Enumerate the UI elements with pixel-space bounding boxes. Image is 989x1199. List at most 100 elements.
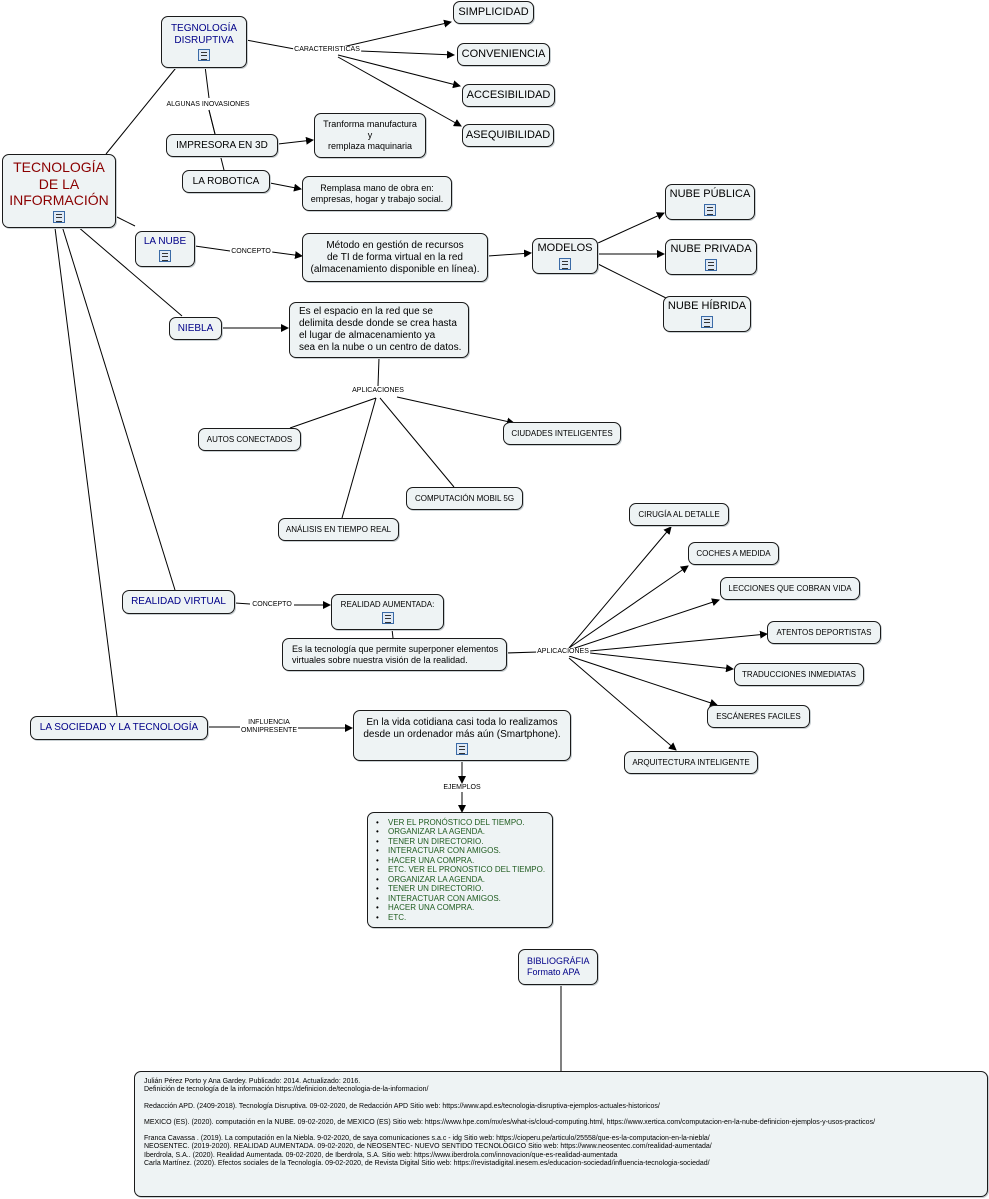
node-label: Tranforma manufactura y remplaza maquina… bbox=[323, 119, 417, 151]
label-caracteristicas: CARACTERISTICAS bbox=[293, 45, 361, 55]
node-niebla-desc[interactable]: Es el espacio en la red que se delimita … bbox=[289, 302, 469, 358]
node-bibliografia-lista[interactable]: Julián Pérez Porto y Ana Gardey. Publica… bbox=[134, 1071, 988, 1197]
node-label: ESCÁNERES FACILES bbox=[716, 711, 801, 721]
link-ra-desc bbox=[391, 628, 394, 639]
node-label: AUTOS CONECTADOS bbox=[206, 434, 293, 444]
bibliography-gap bbox=[144, 1127, 875, 1135]
node-robotica-desc[interactable]: Remplasa mano de obra en: empresas, hoga… bbox=[302, 176, 452, 211]
link-main-disruptiva bbox=[105, 57, 185, 155]
node-bibliografia[interactable]: BIBLIOGRÁFIA Formato APA bbox=[518, 949, 598, 985]
node-title: TEGNOLOGÍA DISRUPTIVA bbox=[170, 23, 238, 46]
bibliography-entry: Definición de tecnología de la informaci… bbox=[144, 1086, 429, 1094]
link-disruptiva-caracteristicas bbox=[245, 39, 301, 51]
node-sociedad-desc[interactable]: En la vida cotidiana casi toda lo realiz… bbox=[353, 710, 571, 761]
node-label: NIEBLA bbox=[177, 322, 214, 334]
node-la-nube[interactable]: LA NUBE bbox=[135, 231, 195, 267]
bibliography-entry: MEXICO (ES). (2020). computación en la N… bbox=[144, 1118, 876, 1126]
example-item: ORGANIZAR LA AGENDA. bbox=[376, 875, 545, 885]
node-label: REALIDAD VIRTUAL bbox=[131, 596, 226, 607]
link-apra-atentos bbox=[589, 630, 768, 652]
node-analisis-tiempo-real[interactable]: ANÁLISIS EN TIEMPO REAL bbox=[278, 518, 399, 541]
node-arquitectura[interactable]: ARQUITECTURA INTELIGENTE bbox=[624, 751, 758, 774]
node-impresora-desc[interactable]: Tranforma manufactura y remplaza maquina… bbox=[314, 113, 426, 158]
node-tecnologia-informacion[interactable]: TECNOLOGÍA DE LA INFORMACIÓN bbox=[2, 154, 116, 228]
link-concepto-desc bbox=[271, 251, 303, 260]
node-accesibilidad[interactable]: ACCESIBILIDAD bbox=[462, 84, 555, 107]
note-icon[interactable] bbox=[456, 742, 468, 755]
link-apra-arquitectura bbox=[568, 657, 677, 751]
node-sociedad-tecnologia[interactable]: LA SOCIEDAD Y LA TECNOLOGÍA bbox=[30, 716, 208, 740]
node-niebla[interactable]: NIEBLA bbox=[169, 317, 222, 340]
note-icon[interactable] bbox=[381, 611, 394, 624]
bibliography-title: BIBLIOGRÁFIA bbox=[527, 956, 590, 967]
node-realidad-virtual[interactable]: REALIDAD VIRTUAL bbox=[122, 590, 235, 614]
node-ra-desc[interactable]: Es la tecnología que permite superponer … bbox=[282, 638, 507, 671]
note-icon[interactable] bbox=[559, 257, 571, 270]
node-label: Método en gestión de recursos de TI de f… bbox=[310, 239, 480, 275]
link-car-asequibilidad bbox=[337, 56, 462, 127]
node-lecciones[interactable]: LECCIONES QUE COBRAN VIDA bbox=[720, 577, 860, 600]
link-ap-autos bbox=[289, 397, 377, 429]
node-atentos[interactable]: ATENTOS DEPORTISTAS bbox=[767, 621, 881, 644]
node-robotica[interactable]: LA ROBOTICA bbox=[182, 170, 270, 193]
example-item: INTERACTUAR CON AMIGOS. bbox=[376, 894, 545, 904]
link-desc-modelos bbox=[487, 249, 532, 258]
link-main-nube bbox=[116, 216, 136, 227]
bibliography-gap bbox=[144, 1095, 875, 1103]
node-nube-privada[interactable]: NUBE PRIVADA bbox=[665, 239, 757, 275]
node-autos-conectados[interactable]: AUTOS CONECTADOS bbox=[198, 428, 301, 451]
example-item: ORGANIZAR LA AGENDA. bbox=[376, 827, 545, 837]
link-apra-escaneres bbox=[568, 655, 718, 707]
node-label: MODELOS bbox=[537, 242, 593, 255]
link-main-realidadvirtual bbox=[61, 225, 176, 591]
example-item: TENER UN DIRECTORIO. bbox=[376, 884, 545, 894]
note-icon[interactable] bbox=[705, 258, 717, 271]
node-label: IMPRESORA EN 3D bbox=[176, 139, 268, 151]
label-inovaciones: ALGUNAS INOVASIONES bbox=[165, 100, 251, 110]
link-ap-analisis bbox=[341, 397, 377, 519]
node-coches[interactable]: COCHES A MEDIDA bbox=[688, 542, 779, 565]
bibliography-subtitle: Formato APA bbox=[527, 967, 580, 977]
note-icon[interactable] bbox=[701, 315, 713, 328]
node-modelos[interactable]: MODELOS bbox=[532, 238, 598, 274]
node-nube-desc[interactable]: Método en gestión de recursos de TI de f… bbox=[302, 233, 488, 282]
node-label: LA SOCIEDAD Y LA TECNOLOGÍA bbox=[39, 722, 199, 733]
node-cirugia[interactable]: CIRUGÍA AL DETALLE bbox=[629, 503, 729, 526]
note-icon[interactable] bbox=[198, 49, 210, 61]
note-icon[interactable] bbox=[704, 203, 716, 216]
node-escaneres[interactable]: ESCÁNERES FACILES bbox=[707, 705, 810, 728]
node-ejemplos-lista[interactable]: VER EL PRONÓSTICO DEL TIEMPO.ORGANIZAR L… bbox=[367, 812, 553, 928]
link-apra-coches bbox=[568, 565, 689, 649]
link-modelos-publica bbox=[597, 212, 665, 244]
label-aplicaciones-niebla: APLICACIONES bbox=[351, 386, 405, 396]
node-ciudades-inteligentes[interactable]: CIUDADES INTELIGENTES bbox=[503, 422, 621, 445]
node-computacion-mobil[interactable]: COMPUTACIÓN MOBIL 5G bbox=[406, 487, 523, 510]
example-item: ETC. bbox=[376, 913, 545, 923]
link-impresora-desc bbox=[277, 136, 314, 145]
node-tecnologia-disruptiva[interactable]: TEGNOLOGÍA DISRUPTIVA bbox=[161, 16, 247, 68]
node-traducciones[interactable]: TRADUCCIONES INMEDIATAS bbox=[734, 663, 864, 686]
node-conveniencia[interactable]: CONVENIENCIA bbox=[457, 43, 550, 66]
node-asequibilidad[interactable]: ASEQUIBILIDAD bbox=[462, 124, 554, 147]
link-apra-cirugia bbox=[568, 526, 672, 649]
node-label: ACCESIBILIDAD bbox=[466, 88, 551, 101]
label-concepto-rv: CONCEPTO bbox=[251, 600, 293, 610]
node-label: ATENTOS DEPORTISTAS bbox=[776, 627, 872, 637]
bibliography-entry: NEOSENTEC. (2019-2020). REALIDAD AUMENTA… bbox=[144, 1143, 712, 1151]
node-label: COMPUTACIÓN MOBIL 5G bbox=[414, 493, 515, 503]
node-label: COCHES A MEDIDA bbox=[696, 548, 771, 558]
node-realidad-aumentada[interactable]: REALIDAD AUMENTADA: bbox=[331, 594, 444, 630]
node-label: LECCIONES QUE COBRAN VIDA bbox=[728, 583, 852, 593]
label-influencia: INFLUENCIA OMNIPRESENTE bbox=[239, 718, 299, 736]
node-nube-publica[interactable]: NUBE PÚBLICA bbox=[665, 184, 755, 220]
bibliography-entry: Franca Cavassa . (2019). La computación … bbox=[144, 1135, 710, 1143]
node-impresora-3d[interactable]: IMPRESORA EN 3D bbox=[166, 134, 278, 157]
node-label: TRADUCCIONES INMEDIATAS bbox=[742, 669, 856, 679]
node-simplicidad[interactable]: SIMPLICIDAD bbox=[453, 1, 534, 24]
node-nube-hibrida[interactable]: NUBE HÍBRIDA bbox=[663, 296, 751, 332]
note-icon[interactable] bbox=[159, 250, 171, 262]
bibliography-list: Julián Pérez Porto y Ana Gardey. Publica… bbox=[144, 1078, 875, 1168]
node-label: REALIDAD AUMENTADA: bbox=[340, 600, 435, 610]
link-disruptiva-inovaciones bbox=[204, 65, 210, 99]
note-icon[interactable] bbox=[53, 211, 65, 224]
